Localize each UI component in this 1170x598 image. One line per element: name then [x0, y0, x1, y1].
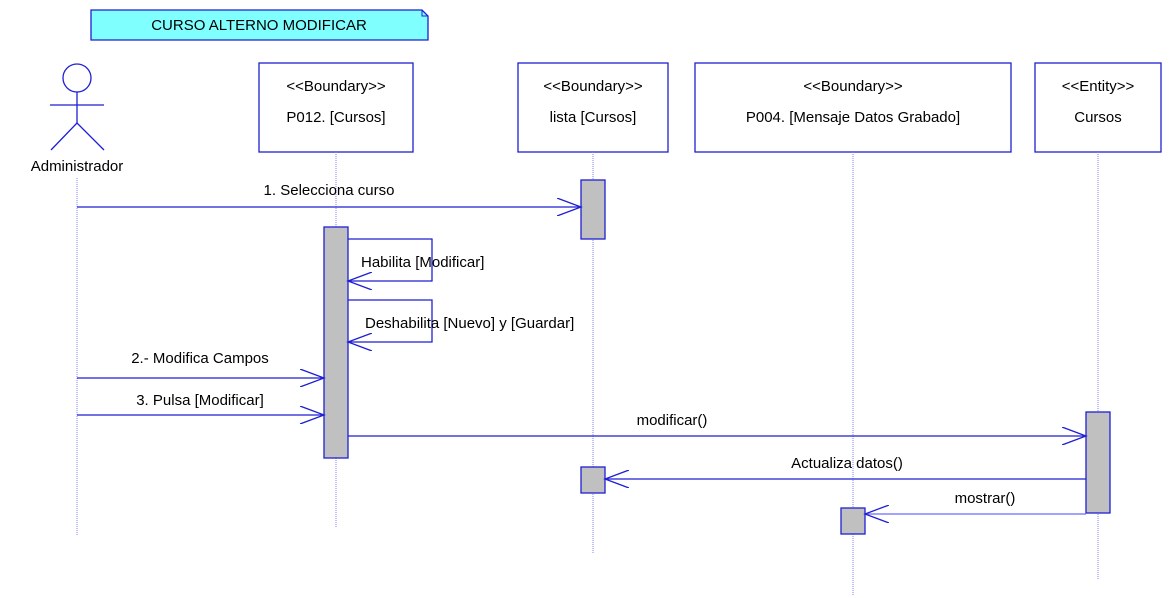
actor-right-leg — [76, 122, 105, 151]
box-name: P012. [Cursos] — [286, 109, 385, 126]
message-label: Deshabilita [Nuevo] y [Guardar] — [365, 315, 574, 332]
actor-administrador — [50, 63, 105, 151]
lifeline-box-p012: <<Boundary>> P012. [Cursos] — [258, 62, 414, 153]
lifeline-box-lista: <<Boundary>> lista [Cursos] — [517, 62, 669, 153]
message-label: Actualiza datos() — [791, 455, 903, 472]
self-message-arrow-deshabilita — [348, 299, 433, 342]
box-stereotype: <<Boundary>> — [543, 78, 642, 95]
message-label: modificar() — [637, 412, 708, 429]
message-label: 1. Selecciona curso — [264, 182, 395, 199]
actor-left-leg — [50, 122, 78, 151]
box-stereotype: <<Boundary>> — [286, 78, 385, 95]
self-message-arrow-habilita — [348, 238, 433, 281]
box-name: lista [Cursos] — [550, 109, 637, 126]
message-label: 2.- Modifica Campos — [131, 350, 269, 367]
box-stereotype: <<Entity>> — [1062, 78, 1135, 95]
lifeline-box-p004: <<Boundary>> P004. [Mensaje Datos Grabad… — [694, 62, 1012, 153]
box-name: P004. [Mensaje Datos Grabado] — [746, 109, 960, 126]
message-label: mostrar() — [955, 490, 1016, 507]
activation-bar-lista-1 — [580, 179, 606, 240]
activation-bar-p004 — [840, 507, 866, 535]
activation-bar-cursos-entity — [1085, 411, 1111, 514]
message-label: 3. Pulsa [Modificar] — [136, 392, 264, 409]
actor-label: Administrador — [31, 158, 124, 175]
diagram-title: CURSO ALTERNO MODIFICAR — [151, 17, 367, 34]
diagram-title-note: CURSO ALTERNO MODIFICAR — [90, 9, 429, 41]
lifeline-box-cursos-entity: <<Entity>> Cursos — [1034, 62, 1162, 153]
message-label: Habilita [Modificar] — [361, 254, 484, 271]
box-stereotype: <<Boundary>> — [803, 78, 902, 95]
box-name: Cursos — [1074, 109, 1122, 126]
actor-head — [62, 63, 92, 93]
activation-bar-p012 — [323, 226, 349, 459]
activation-bar-lista-2 — [580, 466, 606, 494]
